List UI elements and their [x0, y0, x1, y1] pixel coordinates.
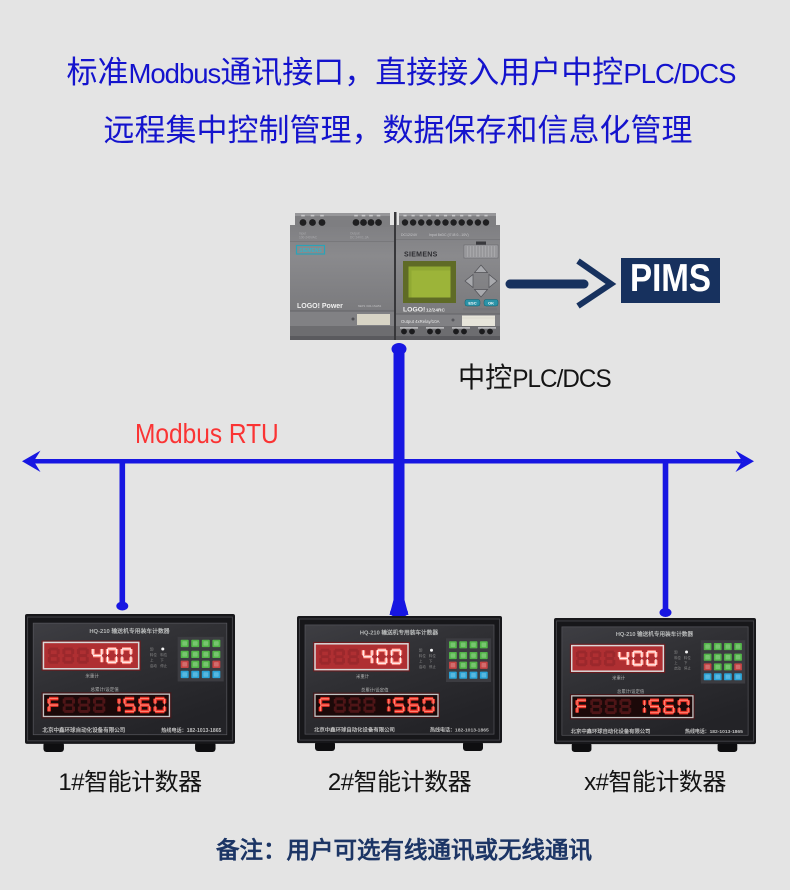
svg-text:HQ-210 输送机专用装车计数器: HQ-210 输送机专用装车计数器 [616, 630, 694, 638]
svg-text:卸: 卸 [419, 648, 423, 653]
svg-text:下: 下 [160, 658, 164, 662]
svg-text:停止: 停止 [684, 665, 691, 670]
svg-text:100-240VAC: 100-240VAC [299, 236, 318, 240]
svg-text:热线电话：182-1013-1865: 热线电话：182-1013-1865 [161, 727, 221, 734]
svg-text:LOGO! Power: LOGO! Power [297, 303, 343, 310]
svg-text:热线电话：182-1013-1865: 热线电话：182-1013-1865 [685, 728, 743, 735]
svg-text:上: 上 [419, 658, 423, 663]
svg-text:Input 8xDC (I7.I8 0...10V): Input 8xDC (I7.I8 0...10V) [429, 233, 469, 237]
svg-text:料位: 料位 [419, 653, 426, 658]
svg-text:北京中鑫环球自动化设备有限公司: 北京中鑫环球自动化设备有限公司 [571, 727, 651, 735]
svg-text:DC 24V/1.3A: DC 24V/1.3A [350, 236, 369, 240]
svg-text:停止: 停止 [160, 663, 167, 668]
svg-text:米重计: 米重计 [612, 675, 626, 682]
svg-text:HQ-210 输送机专用装车计数器: HQ-210 输送机专用装车计数器 [89, 627, 169, 635]
svg-text:OK: OK [488, 301, 494, 306]
svg-text:SIEMENS: SIEMENS [404, 252, 438, 259]
svg-text:Input: Input [299, 232, 306, 236]
svg-text:上: 上 [150, 657, 154, 662]
svg-text:总累计/设定值: 总累计/设定值 [91, 686, 120, 693]
svg-text:上: 上 [674, 660, 678, 665]
svg-text:下: 下 [429, 659, 433, 663]
svg-text:热线电话：182-1013-1865: 热线电话：182-1013-1865 [430, 727, 489, 734]
svg-text:Output 4xRelay/10A: Output 4xRelay/10A [401, 319, 440, 324]
svg-text:卸: 卸 [674, 649, 678, 654]
svg-text:HQ-210 输送机专用装车计数器: HQ-210 输送机专用装车计数器 [360, 628, 439, 636]
svg-text:启动: 启动 [150, 663, 157, 668]
svg-text:Output: Output [350, 232, 360, 236]
svg-text:料位: 料位 [429, 653, 436, 658]
svg-text:料位: 料位 [160, 652, 167, 657]
svg-text:卸: 卸 [150, 647, 154, 652]
svg-text:SIEMENS: SIEMENS [299, 248, 322, 254]
svg-text:停止: 停止 [429, 664, 436, 669]
svg-text:料位: 料位 [674, 655, 681, 660]
svg-text:LOGO!: LOGO! [403, 307, 425, 314]
svg-text:米重计: 米重计 [85, 672, 99, 679]
svg-text:料位: 料位 [684, 655, 691, 660]
svg-text:DC12/24V: DC12/24V [401, 233, 418, 237]
svg-text:启动: 启动 [419, 664, 426, 669]
svg-text:下: 下 [684, 661, 688, 665]
svg-text:总累计/设定值: 总累计/设定值 [617, 688, 645, 695]
svg-text:6EP1 332-1SH51: 6EP1 332-1SH51 [358, 304, 382, 308]
svg-text:12/24RC: 12/24RC [426, 308, 445, 314]
svg-text:料位: 料位 [150, 652, 157, 657]
svg-text:米重计: 米重计 [356, 673, 370, 680]
svg-text:ESC: ESC [468, 301, 476, 306]
svg-text:总累计/设定值: 总累计/设定值 [361, 686, 389, 693]
svg-text:北京中鑫环球自动化设备有限公司: 北京中鑫环球自动化设备有限公司 [42, 726, 125, 734]
svg-text:北京中鑫环球自动化设备有限公司: 北京中鑫环球自动化设备有限公司 [314, 726, 395, 734]
svg-text:启动: 启动 [674, 665, 681, 670]
